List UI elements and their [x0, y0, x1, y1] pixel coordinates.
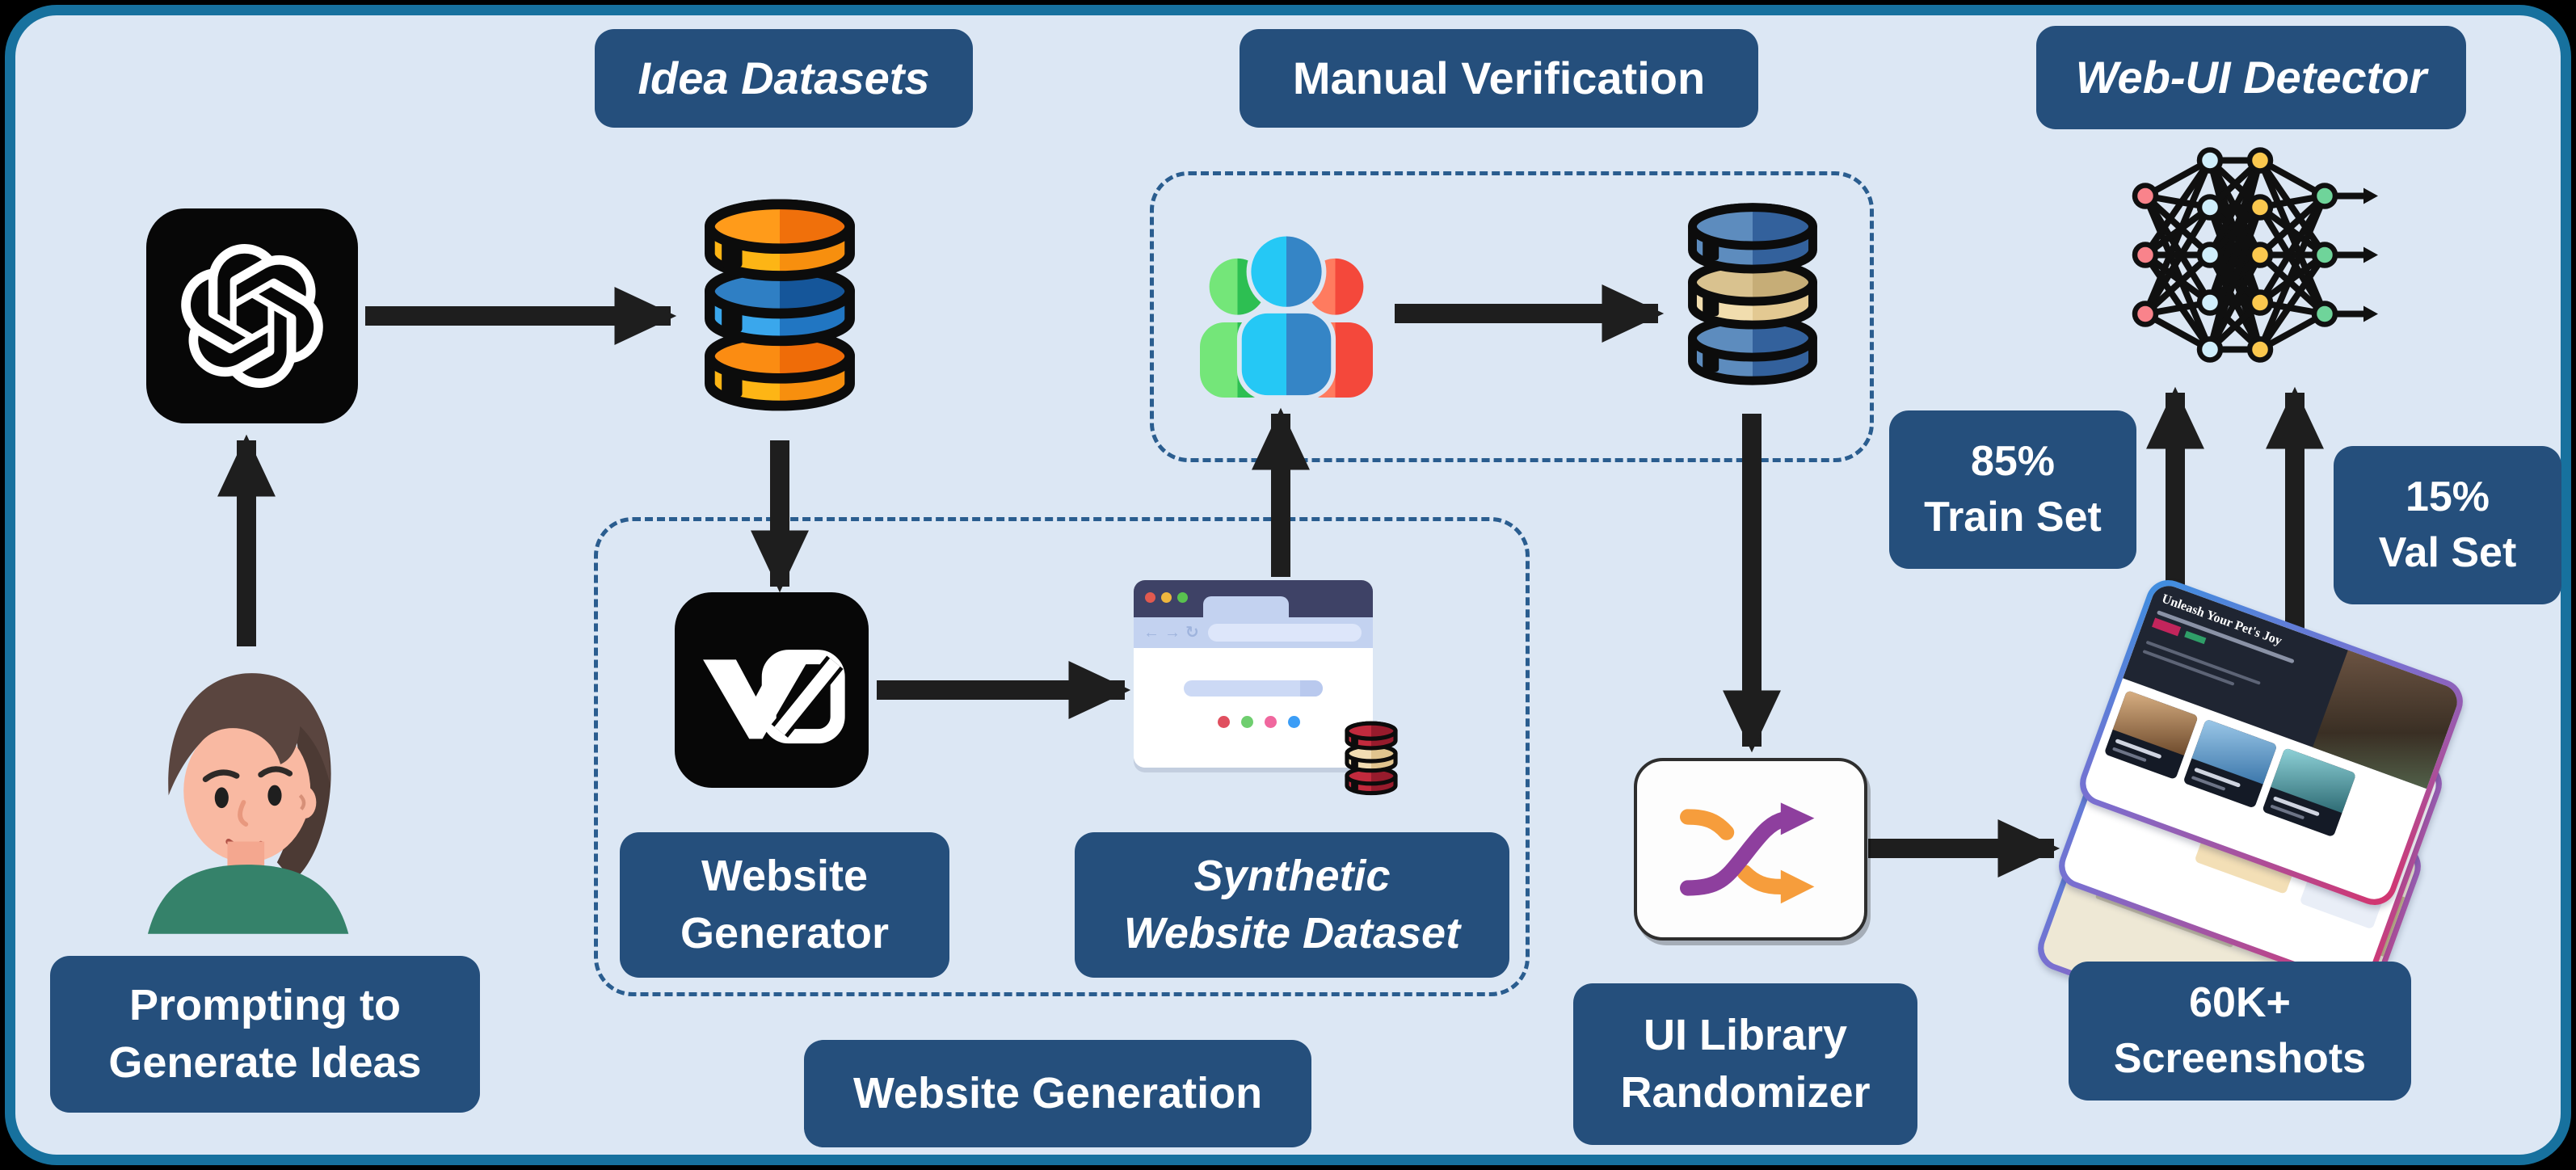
label-train-set: 85% Train Set [1889, 410, 2136, 569]
label-val-set: 15% Val Set [2334, 446, 2561, 604]
openai-knot-glyph [181, 244, 323, 388]
website-generation-box [594, 517, 1530, 996]
people-group-icon [1200, 231, 1373, 398]
browser-address-bar [1208, 624, 1362, 642]
traffic-light-green-icon [1177, 592, 1188, 603]
v0-glyph [703, 650, 845, 744]
browser-tab [1203, 596, 1289, 617]
traffic-light-yellow-icon [1161, 592, 1172, 603]
browser-toolbar: ←→↻ [1134, 617, 1373, 648]
label-screenshots-count: 60K+ Screenshots [2069, 962, 2411, 1101]
mini-database-icon [1345, 721, 1398, 796]
content-bar [1184, 680, 1323, 697]
label-synthetic-dataset: Synthetic Website Dataset [1075, 832, 1509, 978]
traffic-light-red-icon [1145, 592, 1155, 603]
shuffle-icon [1679, 802, 1814, 904]
browser-nav-icons: ←→↻ [1143, 624, 1204, 642]
v0-logo-icon [675, 592, 869, 788]
content-dots [1218, 716, 1300, 728]
woman-avatar-icon [147, 673, 349, 934]
label-website-generator: Website Generator [620, 832, 949, 978]
label-ui-randomizer: UI Library Randomizer [1573, 983, 1917, 1145]
label-web-ui-detector: Web-UI Detector [2036, 26, 2466, 129]
browser-content [1134, 648, 1373, 768]
ui-randomizer-tile [1634, 758, 1867, 941]
neural-network-icon [2132, 147, 2378, 363]
label-manual-verification: Manual Verification [1240, 29, 1758, 128]
browser-titlebar [1134, 580, 1373, 617]
label-idea-datasets: Idea Datasets [595, 29, 973, 128]
label-website-generation: Website Generation [804, 1040, 1311, 1147]
idea-database-icon [705, 199, 855, 411]
label-prompting: Prompting to Generate Ideas [50, 956, 480, 1113]
browser-window-icon: ←→↻ [1134, 580, 1373, 768]
manual-verification-box [1150, 171, 1874, 462]
verified-database-icon [1688, 203, 1817, 385]
openai-logo-icon [146, 208, 358, 423]
